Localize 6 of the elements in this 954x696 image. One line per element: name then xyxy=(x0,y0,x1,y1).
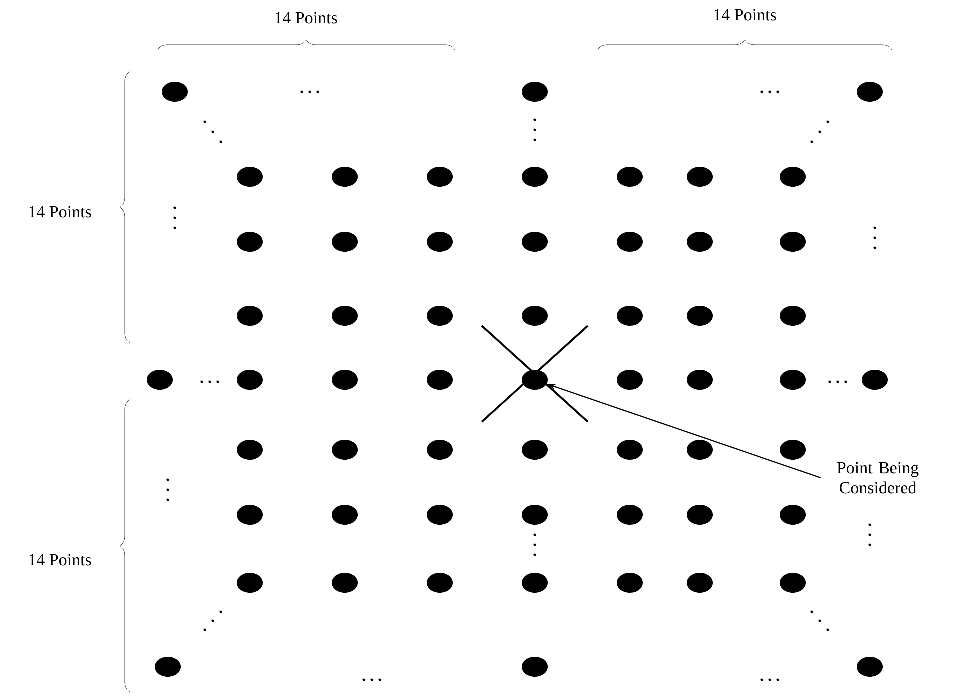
brace-label: 14 Points xyxy=(714,9,776,21)
brace-label: 14 Points xyxy=(30,206,92,218)
brace-label: 14 Points xyxy=(276,12,338,24)
brace-label: 14 Points xyxy=(30,554,92,566)
annotation-text: Point Being Considered xyxy=(837,462,919,494)
center-dot xyxy=(522,370,548,390)
